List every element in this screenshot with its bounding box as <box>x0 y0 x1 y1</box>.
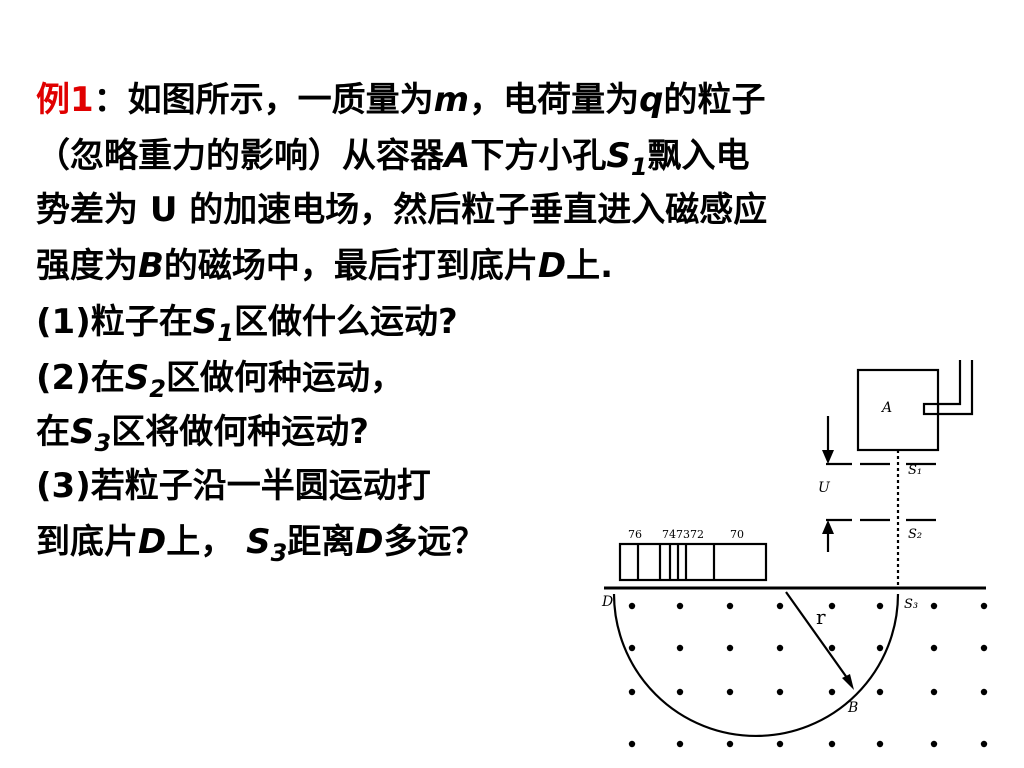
symbol-D: D <box>355 522 384 562</box>
text-run: (2)在 <box>36 358 125 398</box>
subscript: 1 <box>630 153 648 181</box>
symbol-m: m <box>433 80 470 120</box>
symbol-S: S <box>606 136 631 176</box>
symbol-A: A <box>444 136 471 176</box>
question-2a: (2)在S2区做何种运动， <box>36 358 404 401</box>
question-3b: 到底片D上， S3距离D多远？ <box>36 522 486 565</box>
film-scale <box>618 542 768 582</box>
text-run: (1)粒子在 <box>36 302 193 342</box>
text-run: ，电荷量为 <box>469 80 640 120</box>
scale-label-2: 747372 <box>662 528 704 541</box>
symbol-D: D <box>138 522 167 562</box>
label-container: A <box>880 400 892 416</box>
text-run: 在 <box>36 412 70 452</box>
symbol-B: B <box>138 246 164 286</box>
magnetic-field-dots <box>628 602 988 748</box>
subscript: 1 <box>217 319 234 347</box>
text-run: （忽略重力的影响）从容器 <box>36 136 444 176</box>
text-run: 上. <box>566 246 614 286</box>
example-label: 例1 <box>36 80 94 120</box>
label-point: B <box>847 700 858 716</box>
text-run: 区做什么运动? <box>233 302 458 342</box>
question-1: (1)粒子在S1区做什么运动? <box>36 302 458 345</box>
subscript: 3 <box>270 539 288 567</box>
inlet-opening <box>922 402 940 416</box>
problem-line-1: 例1：如图所示，一质量为m，电荷量为q的粒子 <box>36 80 765 120</box>
label-radius: r <box>816 605 826 629</box>
text-run: 的磁场中，最后打到底片 <box>163 246 538 286</box>
text-run: 上， <box>166 522 247 562</box>
mass-spectrometer-figure: A U S₁ S₂ S₃ D B r 76 747372 70 <box>601 360 988 748</box>
label-s3: S₃ <box>904 597 918 612</box>
radius-line <box>785 591 851 683</box>
symbol-S: S <box>124 358 150 398</box>
symbol-S: S <box>192 302 218 342</box>
symbol-S: S <box>70 412 95 452</box>
text-run: 到底片 <box>36 522 138 562</box>
label-s2: S₂ <box>908 527 922 542</box>
text-run: 下方小孔 <box>470 136 607 176</box>
arrowhead-up <box>822 520 834 534</box>
problem-line-2: （忽略重力的影响）从容器A下方小孔S1飘入电 <box>36 136 750 179</box>
semicircle-trajectory <box>612 593 900 738</box>
text-run: 的粒子 <box>663 80 766 120</box>
question-3a: (3)若粒子沿一半圆运动打 <box>36 466 431 506</box>
scale-label-1: 76 <box>628 528 642 541</box>
text-run: 势差为 <box>36 190 150 230</box>
arrowhead-down <box>822 450 834 464</box>
question-2b: 在S3区将做何种运动? <box>36 412 369 455</box>
text-run: ：如图所示，一质量为 <box>93 80 434 120</box>
text-run: 飘入电 <box>647 136 750 176</box>
symbol-U: U <box>149 190 178 230</box>
text-run: 区做何种运动， <box>165 358 404 398</box>
radius-arrowhead <box>842 674 854 690</box>
problem-line-3: 势差为 U 的加速电场，然后粒子垂直进入磁感应 <box>36 190 767 230</box>
label-voltage: U <box>818 480 831 496</box>
label-s1: S₁ <box>908 463 922 478</box>
text-run: (3)若粒子沿一半圆运动打 <box>36 466 431 506</box>
problem-line-4: 强度为B的磁场中，最后打到底片D上. <box>36 246 613 286</box>
text-run: 多远？ <box>383 522 486 562</box>
label-film: D <box>601 594 613 610</box>
text-run: 的加速电场，然后粒子垂直进入磁感应 <box>177 190 768 230</box>
symbol-D: D <box>537 246 567 286</box>
subscript: 3 <box>94 429 112 457</box>
inlet-pipe <box>938 360 974 416</box>
text-run: 强度为 <box>36 246 138 286</box>
symbol-S: S <box>246 522 271 562</box>
symbol-q: q <box>639 80 664 120</box>
text-run: 区将做何种运动? <box>111 412 369 452</box>
scale-label-3: 70 <box>730 528 744 541</box>
text-run: 距离 <box>287 522 356 562</box>
subscript: 2 <box>149 375 166 403</box>
